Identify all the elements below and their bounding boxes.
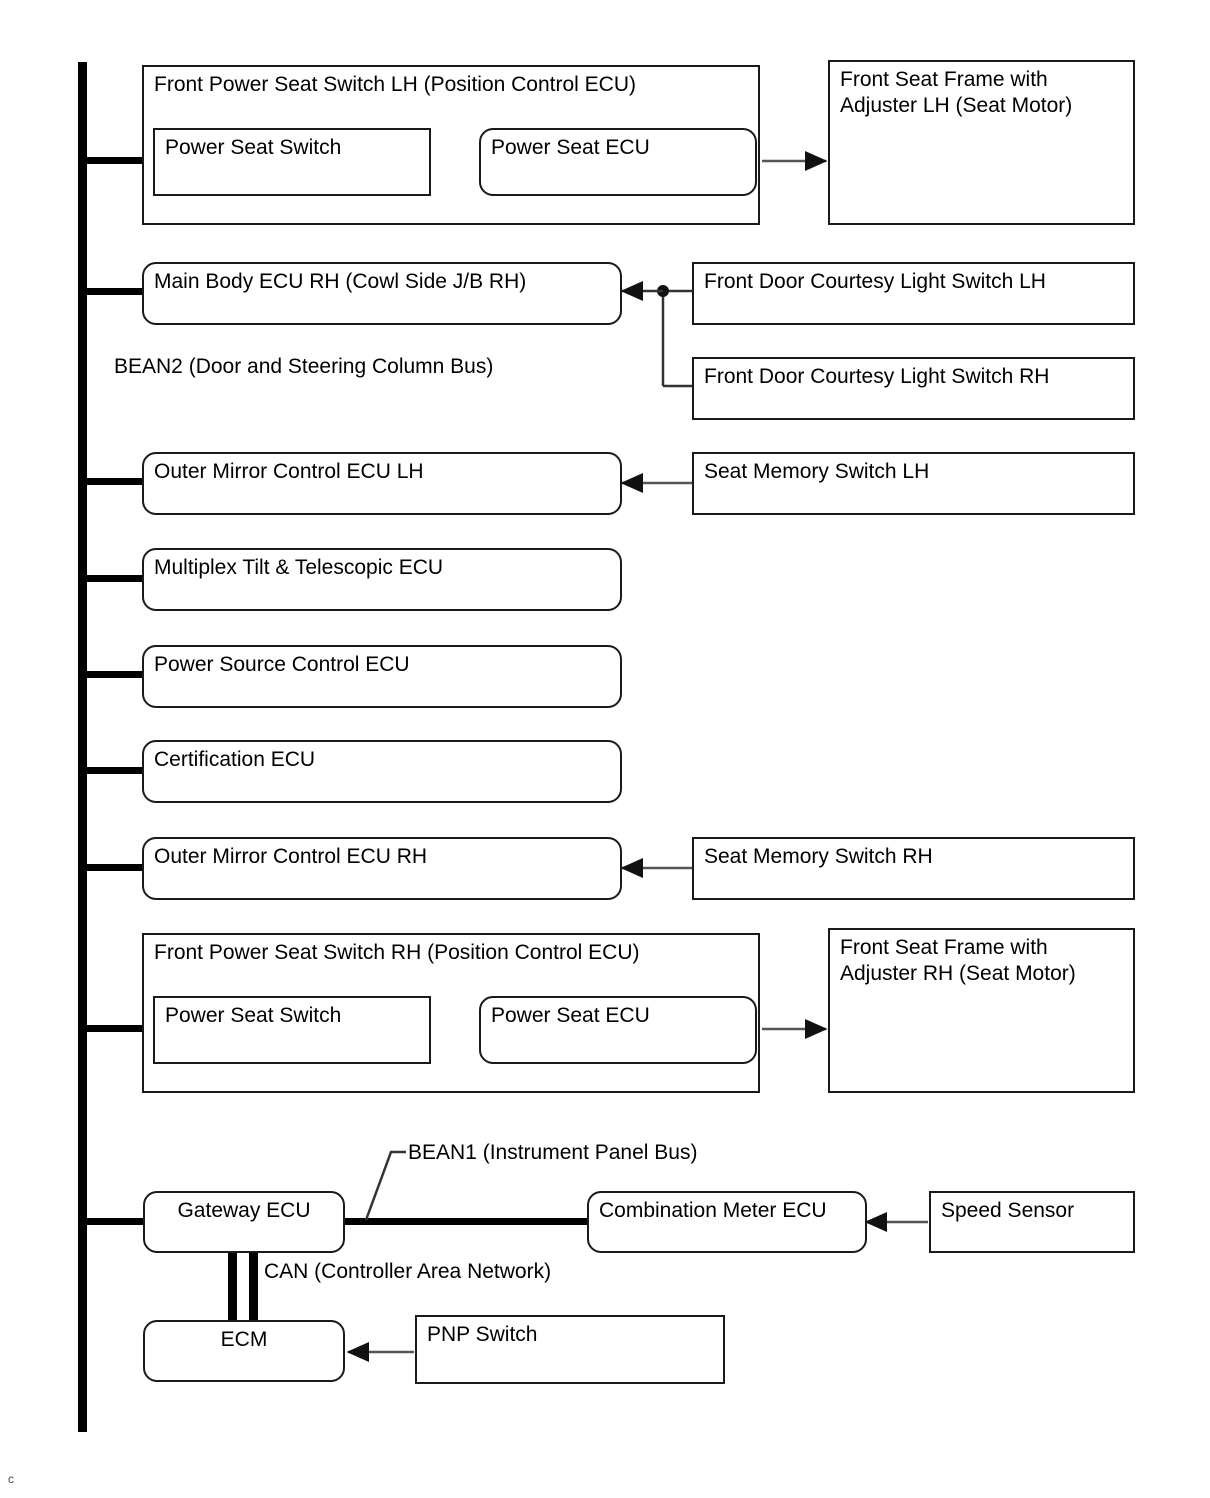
- front-seat-frame-lh[interactable]: Front Seat Frame with Adjuster LH (Seat …: [828, 60, 1135, 225]
- bus-stub-outer-mirror-rh: [78, 864, 146, 871]
- bus-stub-power-seat-lh: [78, 157, 146, 164]
- bus-stub-multiplex-tilt: [78, 575, 146, 582]
- bus-stub-certification: [78, 767, 146, 774]
- gateway-ecu[interactable]: Gateway ECU: [143, 1191, 345, 1253]
- power-seat-switch-rh-label: Power Seat Switch: [165, 1004, 342, 1027]
- pnp-switch[interactable]: PNP Switch: [415, 1315, 725, 1384]
- bean1-horizontal-bus: [343, 1218, 591, 1225]
- can-bus-label: CAN (Controller Area Network): [264, 1260, 552, 1283]
- can-bus-line-left: [228, 1250, 237, 1322]
- bean2-bus-label: BEAN2 (Door and Steering Column Bus): [114, 355, 494, 378]
- front-power-seat-switch-lh-group[interactable]: Front Power Seat Switch LH (Position Con…: [142, 65, 760, 225]
- can-bus-line-right: [249, 1250, 258, 1322]
- bean1-leader-line: [364, 1150, 406, 1221]
- multiplex-tilt-telescopic-ecu-label: Multiplex Tilt & Telescopic ECU: [154, 556, 444, 579]
- bus-stub-gateway: [78, 1218, 146, 1225]
- front-power-seat-switch-lh-label: Front Power Seat Switch LH (Position Con…: [154, 73, 637, 96]
- power-seat-ecu-rh[interactable]: Power Seat ECU: [479, 996, 757, 1064]
- outer-mirror-control-ecu-rh[interactable]: Outer Mirror Control ECU RH: [142, 837, 622, 900]
- seat-memory-switch-lh[interactable]: Seat Memory Switch LH: [692, 452, 1135, 515]
- speed-sensor[interactable]: Speed Sensor: [929, 1191, 1135, 1253]
- ecm-label: ECM: [220, 1328, 268, 1351]
- bus-stub-main-body-ecu: [78, 288, 146, 295]
- page-mark: c: [8, 1472, 14, 1486]
- front-door-courtesy-light-switch-rh-label: Front Door Courtesy Light Switch RH: [704, 365, 1050, 388]
- outer-mirror-control-ecu-lh-label: Outer Mirror Control ECU LH: [154, 460, 424, 483]
- bus-stub-power-source: [78, 671, 146, 678]
- front-seat-frame-lh-label: Front Seat Frame with Adjuster LH (Seat …: [840, 68, 1073, 117]
- gateway-ecu-label: Gateway ECU: [177, 1199, 311, 1222]
- speed-sensor-label: Speed Sensor: [941, 1199, 1075, 1222]
- combination-meter-ecu-label: Combination Meter ECU: [599, 1199, 827, 1222]
- seat-memory-switch-rh[interactable]: Seat Memory Switch RH: [692, 837, 1135, 900]
- power-seat-ecu-lh-label: Power Seat ECU: [491, 136, 650, 159]
- ecm[interactable]: ECM: [143, 1320, 345, 1382]
- seat-memory-switch-lh-label: Seat Memory Switch LH: [704, 460, 930, 483]
- combination-meter-ecu[interactable]: Combination Meter ECU: [587, 1191, 867, 1253]
- power-seat-ecu-lh[interactable]: Power Seat ECU: [479, 128, 757, 196]
- power-seat-switch-lh[interactable]: Power Seat Switch: [153, 128, 431, 196]
- wire-junction-dot: [657, 285, 669, 297]
- power-seat-switch-lh-label: Power Seat Switch: [165, 136, 342, 159]
- outer-mirror-control-ecu-lh[interactable]: Outer Mirror Control ECU LH: [142, 452, 622, 515]
- power-source-control-ecu[interactable]: Power Source Control ECU: [142, 645, 622, 708]
- main-body-ecu-rh-label: Main Body ECU RH (Cowl Side J/B RH): [154, 270, 527, 293]
- multiplex-tilt-telescopic-ecu[interactable]: Multiplex Tilt & Telescopic ECU: [142, 548, 622, 611]
- certification-ecu-label: Certification ECU: [154, 748, 316, 771]
- main-body-ecu-rh[interactable]: Main Body ECU RH (Cowl Side J/B RH): [142, 262, 622, 325]
- power-seat-switch-rh[interactable]: Power Seat Switch: [153, 996, 431, 1064]
- pnp-switch-label: PNP Switch: [427, 1323, 538, 1346]
- front-seat-frame-rh-label: Front Seat Frame with Adjuster RH (Seat …: [840, 936, 1076, 985]
- bus-stub-power-seat-rh: [78, 1025, 146, 1032]
- power-source-control-ecu-label: Power Source Control ECU: [154, 653, 410, 676]
- front-door-courtesy-light-switch-lh-label: Front Door Courtesy Light Switch LH: [704, 270, 1046, 293]
- bus-stub-outer-mirror-lh: [78, 478, 146, 485]
- outer-mirror-control-ecu-rh-label: Outer Mirror Control ECU RH: [154, 845, 428, 868]
- bean2-main-vertical-bus: [78, 62, 87, 1432]
- front-seat-frame-rh[interactable]: Front Seat Frame with Adjuster RH (Seat …: [828, 928, 1135, 1093]
- certification-ecu[interactable]: Certification ECU: [142, 740, 622, 803]
- front-door-courtesy-light-switch-lh[interactable]: Front Door Courtesy Light Switch LH: [692, 262, 1135, 325]
- bean1-bus-label: BEAN1 (Instrument Panel Bus): [408, 1141, 698, 1164]
- front-door-courtesy-light-switch-rh[interactable]: Front Door Courtesy Light Switch RH: [692, 357, 1135, 420]
- power-seat-ecu-rh-label: Power Seat ECU: [491, 1004, 650, 1027]
- seat-memory-switch-rh-label: Seat Memory Switch RH: [704, 845, 933, 868]
- front-power-seat-switch-rh-label: Front Power Seat Switch RH (Position Con…: [154, 941, 640, 964]
